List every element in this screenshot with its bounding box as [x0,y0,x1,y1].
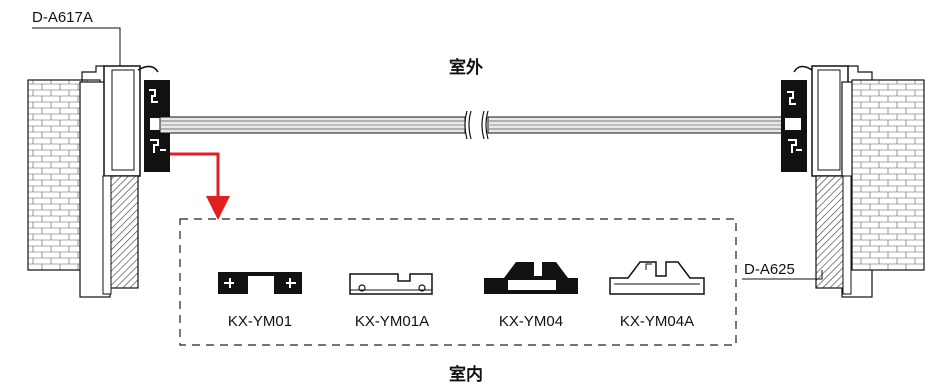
profile-detail-box [179,218,737,346]
left-part-code: D-A617A [32,9,93,26]
profile-kx-ym01a-shape [349,273,433,295]
right-wall-section [781,65,925,298]
left-wall-section [27,65,170,298]
left-insulation-strip [109,175,139,289]
leader-lines [32,27,823,280]
profile-kx-ym04-shape [484,262,578,294]
inside-label: 室内 [449,364,483,384]
profile-label-kx-ym04a: KX-YM04A [620,313,694,330]
profile-label-kx-ym01a: KX-YM01A [355,313,429,330]
profile-label-kx-ym01: KX-YM01 [228,313,292,330]
outside-label: 室外 [449,57,483,77]
profile-label-kx-ym04: KX-YM04 [499,313,563,330]
right-brick-wall [851,79,925,271]
right-part-code: D-A625 [744,261,795,278]
profile-kx-ym04a-shape [609,261,705,295]
profile-kx-ym01-shape [218,272,302,294]
right-insulation-strip [815,175,845,289]
callout-arrow [170,152,230,220]
glass-pane [159,110,789,140]
